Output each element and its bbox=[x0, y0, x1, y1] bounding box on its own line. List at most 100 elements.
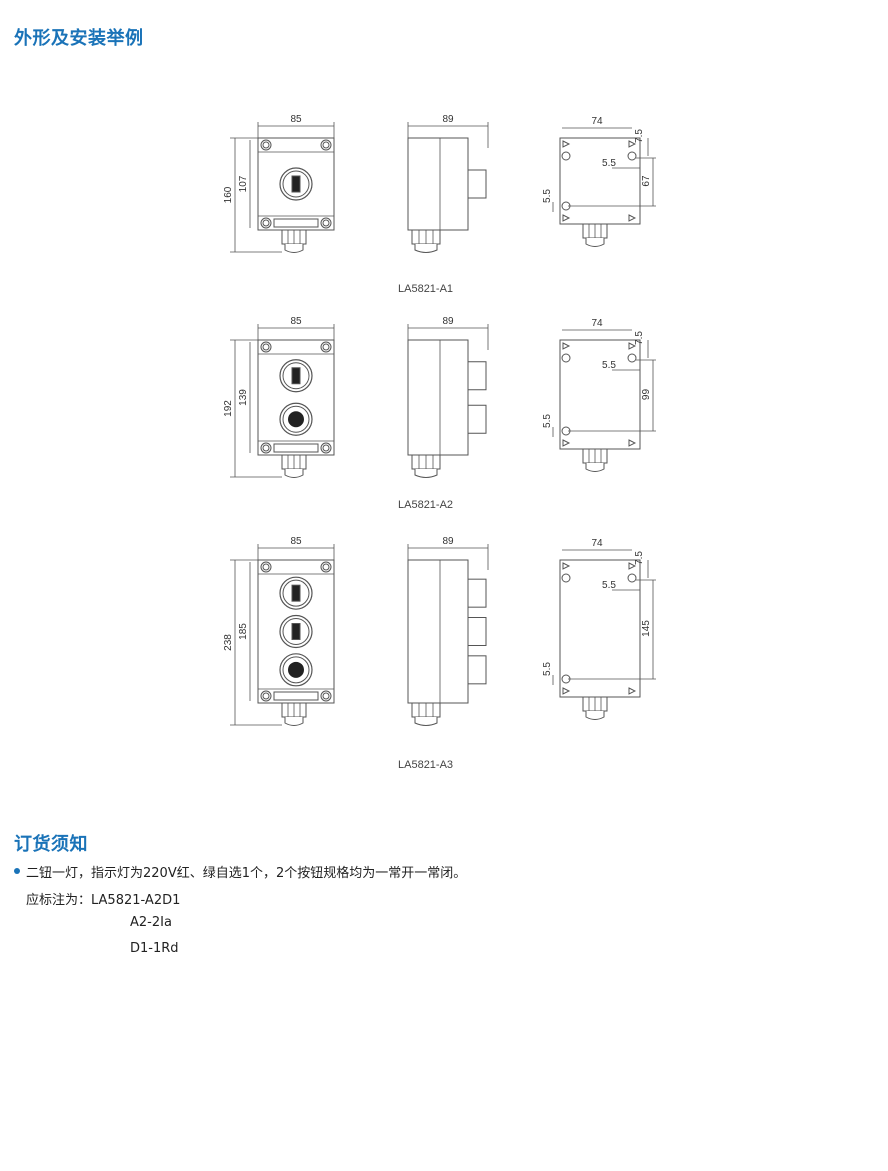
key-slot bbox=[291, 623, 301, 640]
gland-nut bbox=[414, 244, 438, 253]
dim-back-width: 74 bbox=[591, 116, 603, 127]
button-protrusion bbox=[467, 169, 487, 199]
mounting-slot-icon bbox=[628, 687, 637, 695]
dim-hole-offset: 5.5 bbox=[602, 580, 616, 591]
key-slot bbox=[291, 175, 301, 193]
screw-icon bbox=[320, 442, 332, 454]
dim-inner-height: 185 bbox=[238, 623, 249, 640]
button-ring bbox=[282, 618, 310, 645]
bullet-icon bbox=[14, 868, 20, 874]
screw-icon bbox=[260, 442, 272, 454]
screw-icon bbox=[260, 341, 272, 353]
dim-bottom-offset: 5.5 bbox=[542, 414, 553, 428]
screw-icon bbox=[260, 217, 272, 229]
dim-hole-offset: 5.5 bbox=[602, 360, 616, 371]
dim-hole-spacing: 99 bbox=[641, 389, 652, 401]
screw-icon bbox=[322, 219, 330, 227]
model-caption-a2: LA5821-A2 bbox=[398, 499, 454, 511]
screw-icon bbox=[322, 343, 330, 351]
button-ring bbox=[282, 579, 310, 607]
dim-hole-offset: 5.5 bbox=[602, 158, 616, 169]
mounting-slot-icon bbox=[628, 214, 637, 222]
dim-hole-spacing: 145 bbox=[641, 620, 652, 637]
mounting-slot-icon bbox=[628, 562, 637, 570]
screw-icon bbox=[260, 561, 272, 573]
key-slot bbox=[291, 367, 301, 385]
screw-icon bbox=[262, 141, 270, 149]
front-view: 85 238 185 bbox=[223, 536, 335, 726]
screw-icon bbox=[262, 692, 270, 700]
drawing-row-la5821-a3: 85 238 185 89 74 7.5 5.5 145 5.5 bbox=[223, 536, 656, 726]
back-view: 74 7.5 5.5 145 5.5 bbox=[542, 538, 656, 720]
gland-nut bbox=[414, 717, 438, 726]
dim-bottom-offset: 5.5 bbox=[542, 662, 553, 676]
dim-front-width: 85 bbox=[290, 536, 302, 547]
label-plate bbox=[273, 691, 319, 701]
back-view: 74 7.5 5.5 99 5.5 bbox=[542, 318, 656, 472]
mounting-slot-icon bbox=[628, 439, 637, 447]
screw-icon bbox=[322, 692, 330, 700]
mounting-hole bbox=[627, 353, 637, 363]
screw-icon bbox=[262, 563, 270, 571]
button-protrusion bbox=[467, 404, 487, 434]
dim-top-offset: 7.5 bbox=[634, 331, 645, 345]
enclosure-back bbox=[559, 137, 641, 225]
mounting-slot-icon bbox=[628, 140, 637, 148]
dim-hole-spacing: 67 bbox=[641, 175, 652, 187]
mounting-slot-icon bbox=[562, 687, 571, 695]
mounting-hole bbox=[627, 573, 637, 583]
dim-overall-height: 160 bbox=[223, 186, 234, 203]
mounting-slot-icon bbox=[628, 342, 637, 350]
gland-nut bbox=[284, 717, 304, 726]
screw-icon bbox=[320, 341, 332, 353]
screw-icon bbox=[322, 141, 330, 149]
side-view: 89 bbox=[407, 114, 489, 253]
screw-icon bbox=[262, 444, 270, 452]
dim-top-offset: 7.5 bbox=[634, 551, 645, 565]
enclosure-side bbox=[407, 559, 469, 704]
dim-side-depth: 89 bbox=[442, 536, 454, 547]
dim-overall-height: 238 bbox=[223, 634, 234, 651]
mounting-slot-icon bbox=[562, 214, 571, 222]
mounting-hole bbox=[627, 151, 637, 161]
key-slot bbox=[291, 584, 301, 602]
button-protrusion bbox=[467, 578, 487, 608]
model-caption-a3: LA5821-A3 bbox=[398, 759, 454, 771]
section-title-dimensions: 外形及安装举例 bbox=[14, 28, 144, 49]
dim-back-width: 74 bbox=[591, 318, 603, 329]
screw-icon bbox=[322, 444, 330, 452]
screw-icon bbox=[320, 139, 332, 151]
gland-nut bbox=[284, 244, 304, 253]
screw-icon bbox=[322, 563, 330, 571]
button-ring bbox=[282, 405, 310, 433]
button-protrusion bbox=[467, 361, 487, 391]
dim-back-width: 74 bbox=[591, 538, 603, 549]
screw-icon bbox=[320, 690, 332, 702]
label-plate bbox=[273, 443, 319, 453]
dim-bottom-offset: 5.5 bbox=[542, 189, 553, 203]
dim-front-width: 85 bbox=[290, 114, 302, 125]
order-note-line1: 二钮一灯，指示灯为220V红、绿自选1个，2个按钮规格均为一常开一常闭。 bbox=[26, 866, 467, 881]
model-caption-a1: LA5821-A1 bbox=[398, 283, 454, 295]
screw-icon bbox=[320, 217, 332, 229]
order-note-line2: 应标注为：LA5821-A2D1 bbox=[26, 893, 181, 908]
dim-side-depth: 89 bbox=[442, 316, 454, 327]
mounting-slot-icon bbox=[562, 562, 571, 570]
mounting-slot-icon bbox=[562, 439, 571, 447]
button-ring bbox=[282, 170, 310, 198]
dim-front-width: 85 bbox=[290, 316, 302, 327]
dim-side-depth: 89 bbox=[442, 114, 454, 125]
button-ring bbox=[282, 656, 310, 684]
gland-nut bbox=[585, 711, 605, 720]
button-protrusion bbox=[467, 617, 487, 646]
enclosure-back bbox=[559, 559, 641, 698]
button-ring bbox=[282, 362, 310, 390]
button-protrusion bbox=[467, 655, 487, 685]
gland-nut bbox=[585, 238, 605, 247]
